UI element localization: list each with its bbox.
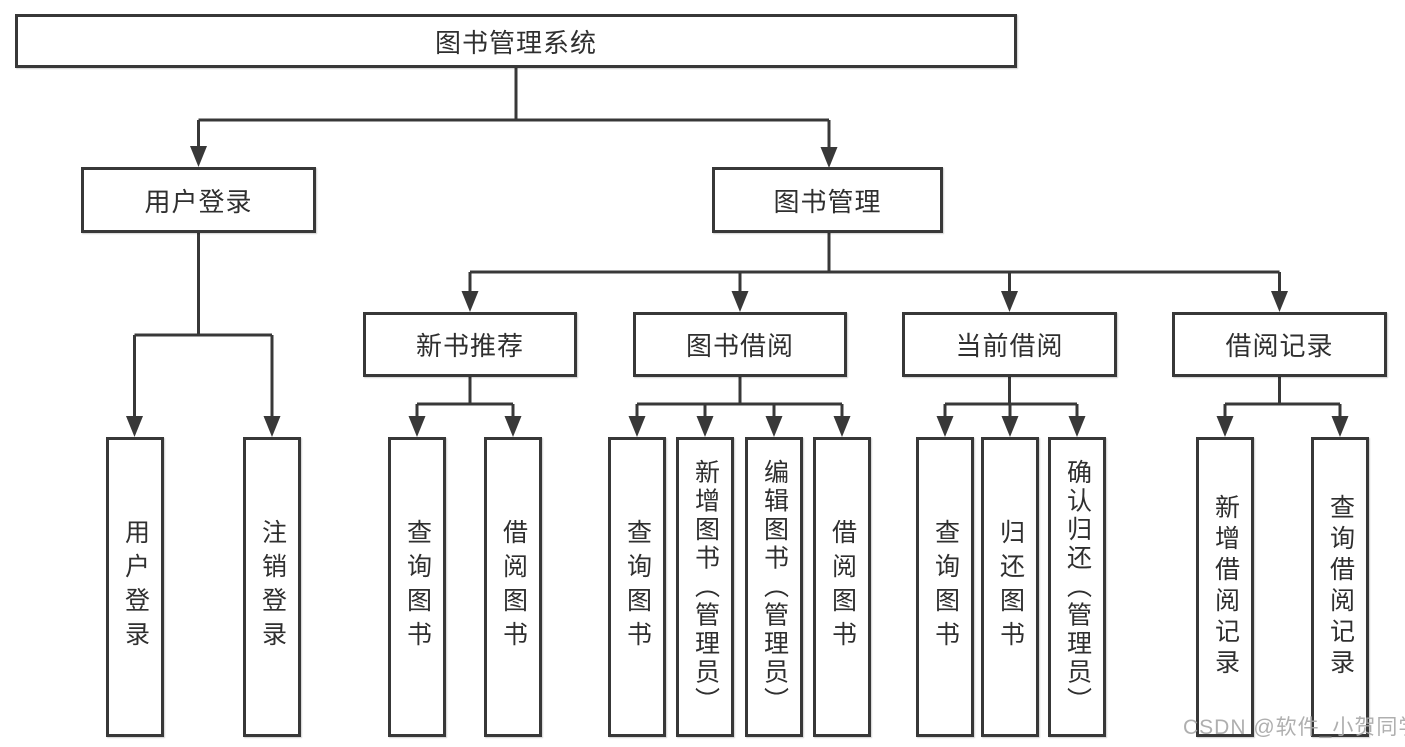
connector-paths (133, 68, 1342, 420)
leaf-label: 查询图书 (623, 519, 652, 655)
arrowhead (765, 416, 783, 437)
leaf-label: 查询借阅记录 (1326, 494, 1355, 680)
arrowhead (1271, 291, 1288, 312)
arrowhead (833, 416, 851, 437)
leaf-current-query-books: 查询图书 (916, 437, 974, 737)
leaf-borrow-edit-books-admin: 编辑图书（管理员） (745, 437, 803, 737)
arrowheads (126, 146, 1349, 437)
leaf-label: 确认归还（管理员） (1063, 458, 1092, 716)
leaf-logout-login: 注销登录 (243, 437, 301, 737)
leaf-records-query-record: 查询借阅记录 (1311, 437, 1369, 737)
leaf-user-login: 用户登录 (106, 437, 164, 737)
node-new-book-recommend: 新书推荐 (363, 312, 577, 377)
node-borrow-records: 借阅记录 (1172, 312, 1387, 377)
leaf-label: 注销登录 (258, 519, 287, 655)
leaf-borrow-borrow-books: 借阅图书 (813, 437, 871, 737)
leaf-label: 借阅图书 (828, 519, 857, 655)
arrowhead (1331, 416, 1349, 437)
leaf-label: 查询图书 (403, 519, 432, 655)
arrowhead (461, 291, 479, 312)
node-book-borrow: 图书借阅 (633, 312, 847, 377)
arrowhead (263, 416, 281, 437)
node-library-management-system: 图书管理系统 (15, 14, 1017, 68)
leaf-label: 归还图书 (996, 519, 1025, 655)
leaf-label: 新增借阅记录 (1211, 494, 1240, 680)
leaf-borrow-add-books-admin: 新增图书（管理员） (676, 437, 734, 737)
arrowhead (504, 416, 522, 437)
arrowhead (820, 147, 838, 168)
node-current-borrow: 当前借阅 (902, 312, 1117, 377)
leaf-borrow-query-books: 查询图书 (608, 437, 666, 737)
arrowhead (696, 416, 714, 437)
node-user-login: 用户登录 (81, 167, 316, 233)
arrowhead (1216, 416, 1234, 437)
leaf-label: 编辑图书（管理员） (760, 458, 789, 716)
arrowhead (126, 416, 143, 437)
leaf-label: 新增图书（管理员） (691, 458, 720, 716)
node-book-management: 图书管理 (712, 167, 943, 233)
leaf-label: 查询图书 (931, 519, 960, 655)
arrowhead (1001, 416, 1019, 437)
leaf-label: 借阅图书 (499, 519, 528, 655)
arrowhead (731, 291, 749, 312)
leaf-newbook-borrow-books: 借阅图书 (484, 437, 542, 737)
arrowhead (1068, 416, 1086, 437)
arrowhead (408, 416, 426, 437)
leaf-records-add-record: 新增借阅记录 (1196, 437, 1254, 737)
leaf-current-confirm-return-admin: 确认归还（管理员） (1048, 437, 1106, 737)
leaf-current-return-books: 归还图书 (981, 437, 1039, 737)
leaf-newbook-query-books: 查询图书 (388, 437, 446, 737)
csdn-watermark: CSDN @软件_小贺同学 (1183, 716, 1405, 739)
arrowhead (936, 416, 954, 437)
arrowhead (190, 146, 207, 167)
leaf-label: 用户登录 (121, 519, 150, 655)
arrowhead (1001, 291, 1018, 312)
arrowhead (628, 416, 646, 437)
